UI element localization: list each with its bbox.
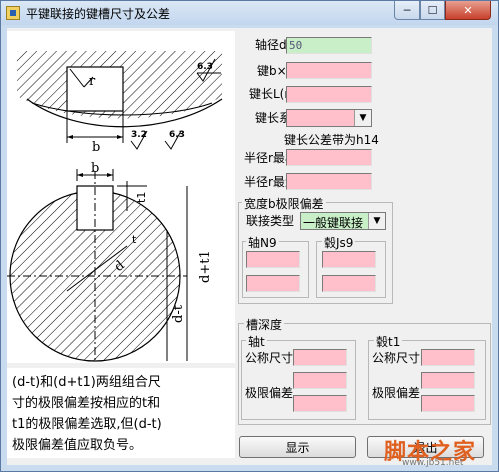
hub-limit-upper-field[interactable] [421, 372, 475, 389]
label-b-mid: b [91, 161, 99, 176]
hub-depth-title: 毂t1 [374, 333, 403, 350]
shaft-n9-title: 轴N9 [246, 234, 279, 251]
tolerance-band-label: 键长公差带为h14 [284, 133, 379, 147]
shaft-n9-upper-field[interactable] [246, 251, 300, 268]
key-len-field[interactable] [286, 86, 372, 103]
keyway-drawing: r b 6.3 3.2 6.3 b t1 t d d-t d+t1 [7, 31, 235, 363]
app-icon [6, 6, 20, 20]
show-button[interactable]: 显示 [239, 436, 356, 458]
depth-group [238, 323, 491, 425]
label-t1: t1 [135, 192, 148, 203]
r-max-label: 半径r最大 [244, 175, 297, 189]
label-t: t [132, 233, 137, 246]
keyway-diagram-svg: r b 6.3 3.2 6.3 b t1 t d d-t d+t1 [7, 51, 223, 363]
chevron-down-icon[interactable]: ▼ [354, 110, 371, 126]
key-series-dropdown[interactable]: ▼ [286, 109, 372, 127]
exit-button[interactable]: 退出 [367, 436, 484, 458]
note-line-3: t1的极限偏差选取,但(d-t) [12, 417, 162, 432]
roughness-label-2: 3.2 [131, 130, 147, 140]
shaft-n9-lower-field[interactable] [246, 275, 300, 292]
conn-type-value: 一般键联接 [303, 216, 364, 230]
label-r: r [89, 74, 96, 89]
key-bxh-field[interactable] [286, 62, 372, 79]
shaft-depth-group [241, 340, 356, 420]
shaft-limit-upper-field[interactable] [293, 372, 347, 389]
minimize-button[interactable]: ─ [394, 1, 420, 20]
close-button[interactable]: ✕ [445, 1, 491, 20]
hub-nominal-label: 公称尺寸 [372, 351, 421, 365]
hub-depth-group [368, 340, 486, 420]
shaft-limit-label: 极限偏差 [245, 386, 294, 400]
conn-type-dropdown[interactable]: 一般键联接 ▼ [300, 212, 386, 230]
hub-limit-lower-field[interactable] [421, 395, 475, 412]
note-line-4: 极限偏差值应取负号。 [12, 438, 143, 453]
hub-js9-title: 毂Js9 [322, 234, 356, 251]
width-group-title: 宽度b极限偏差 [242, 195, 326, 212]
shaft-depth-title: 轴t [246, 333, 267, 350]
r-min-field[interactable] [286, 149, 372, 166]
note-text: (d-t)和(d+t1)两组组合尺 寸的极限偏差按相应的t和 t1的极限偏差选取… [7, 368, 235, 458]
maximize-button[interactable]: ☐ [420, 1, 445, 20]
shaft-nominal-field[interactable] [293, 349, 347, 366]
hub-nominal-field[interactable] [421, 349, 475, 366]
hub-js9-upper-field[interactable] [322, 251, 376, 268]
shaft-limit-lower-field[interactable] [293, 395, 347, 412]
roughness-label-1: 6.3 [197, 62, 213, 72]
shaft-nominal-label: 公称尺寸 [245, 351, 294, 365]
depth-group-title: 槽深度 [244, 316, 285, 333]
conn-type-label: 联接类型 [246, 214, 295, 228]
roughness-label-3: 6.3 [169, 130, 185, 140]
r-min-label: 半径r最小 [244, 151, 297, 165]
watermark-url: www.jb51.net [402, 458, 464, 468]
hub-limit-label: 极限偏差 [372, 386, 421, 400]
label-d-t1: d+t1 [198, 250, 213, 283]
key-bxh-label: 键b×h [257, 64, 295, 78]
note-line-2: 寸的极限偏差按相应的t和 [12, 396, 161, 411]
r-max-field[interactable] [286, 173, 372, 190]
shaft-dia-input[interactable]: 50 [286, 37, 372, 54]
chevron-down-icon[interactable]: ▼ [368, 213, 385, 229]
label-d-t: d-t [171, 304, 186, 323]
window-title: 平键联接的键槽尺寸及公差 [26, 7, 171, 21]
hub-js9-lower-field[interactable] [322, 275, 376, 292]
note-line-1: (d-t)和(d+t1)两组组合尺 [12, 375, 161, 390]
watermark-logo: 脚本之家 [384, 439, 477, 465]
label-b-top: b [92, 140, 100, 155]
